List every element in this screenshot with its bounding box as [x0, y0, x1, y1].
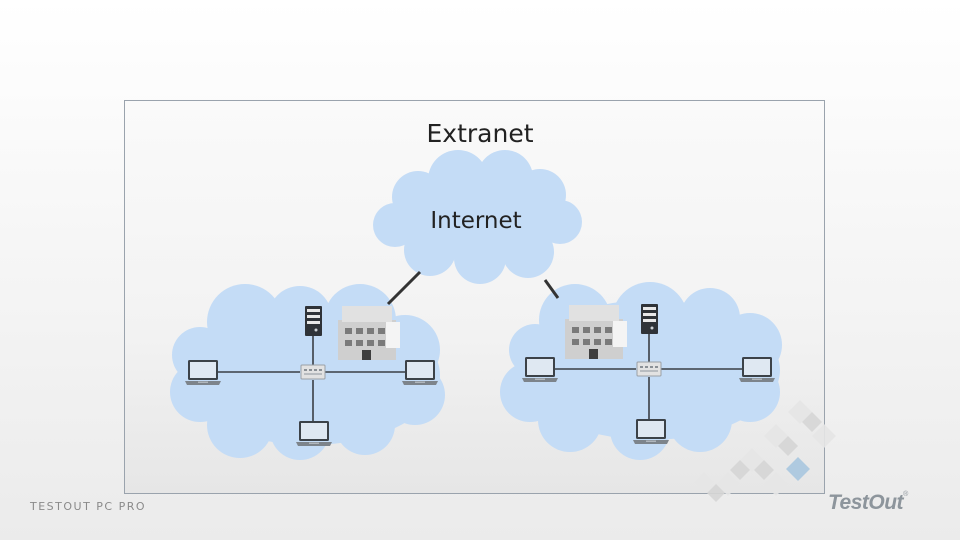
brand-logo-text: TestOut: [828, 491, 904, 514]
left-server-icon: [305, 306, 322, 336]
course-footer: TESTOUT PC PRO: [30, 500, 147, 513]
brand-logo: TestOut®: [828, 491, 908, 514]
right-office-building-icon: [565, 305, 627, 359]
left-laptop-west-icon: [185, 360, 221, 385]
right-lan-links: [555, 333, 742, 420]
right-laptop-west-icon: [522, 357, 558, 382]
right-laptop-east-icon: [739, 357, 775, 382]
left-switch-icon: [300, 364, 326, 380]
right-server-icon: [641, 304, 658, 334]
right-laptop-south-icon: [633, 419, 669, 444]
left-office-building-icon: [338, 306, 400, 360]
extranet-label: Extranet: [426, 119, 533, 148]
tile-pattern: [694, 400, 836, 502]
internet-label: Internet: [430, 208, 521, 234]
left-wan-link: [386, 270, 422, 306]
right-wan-link: [543, 279, 560, 299]
internet-cloud: [373, 150, 582, 284]
left-lan-links: [218, 335, 405, 422]
left-laptop-east-icon: [402, 360, 438, 385]
left-laptop-south-icon: [296, 421, 332, 446]
right-switch-icon: [636, 361, 662, 377]
